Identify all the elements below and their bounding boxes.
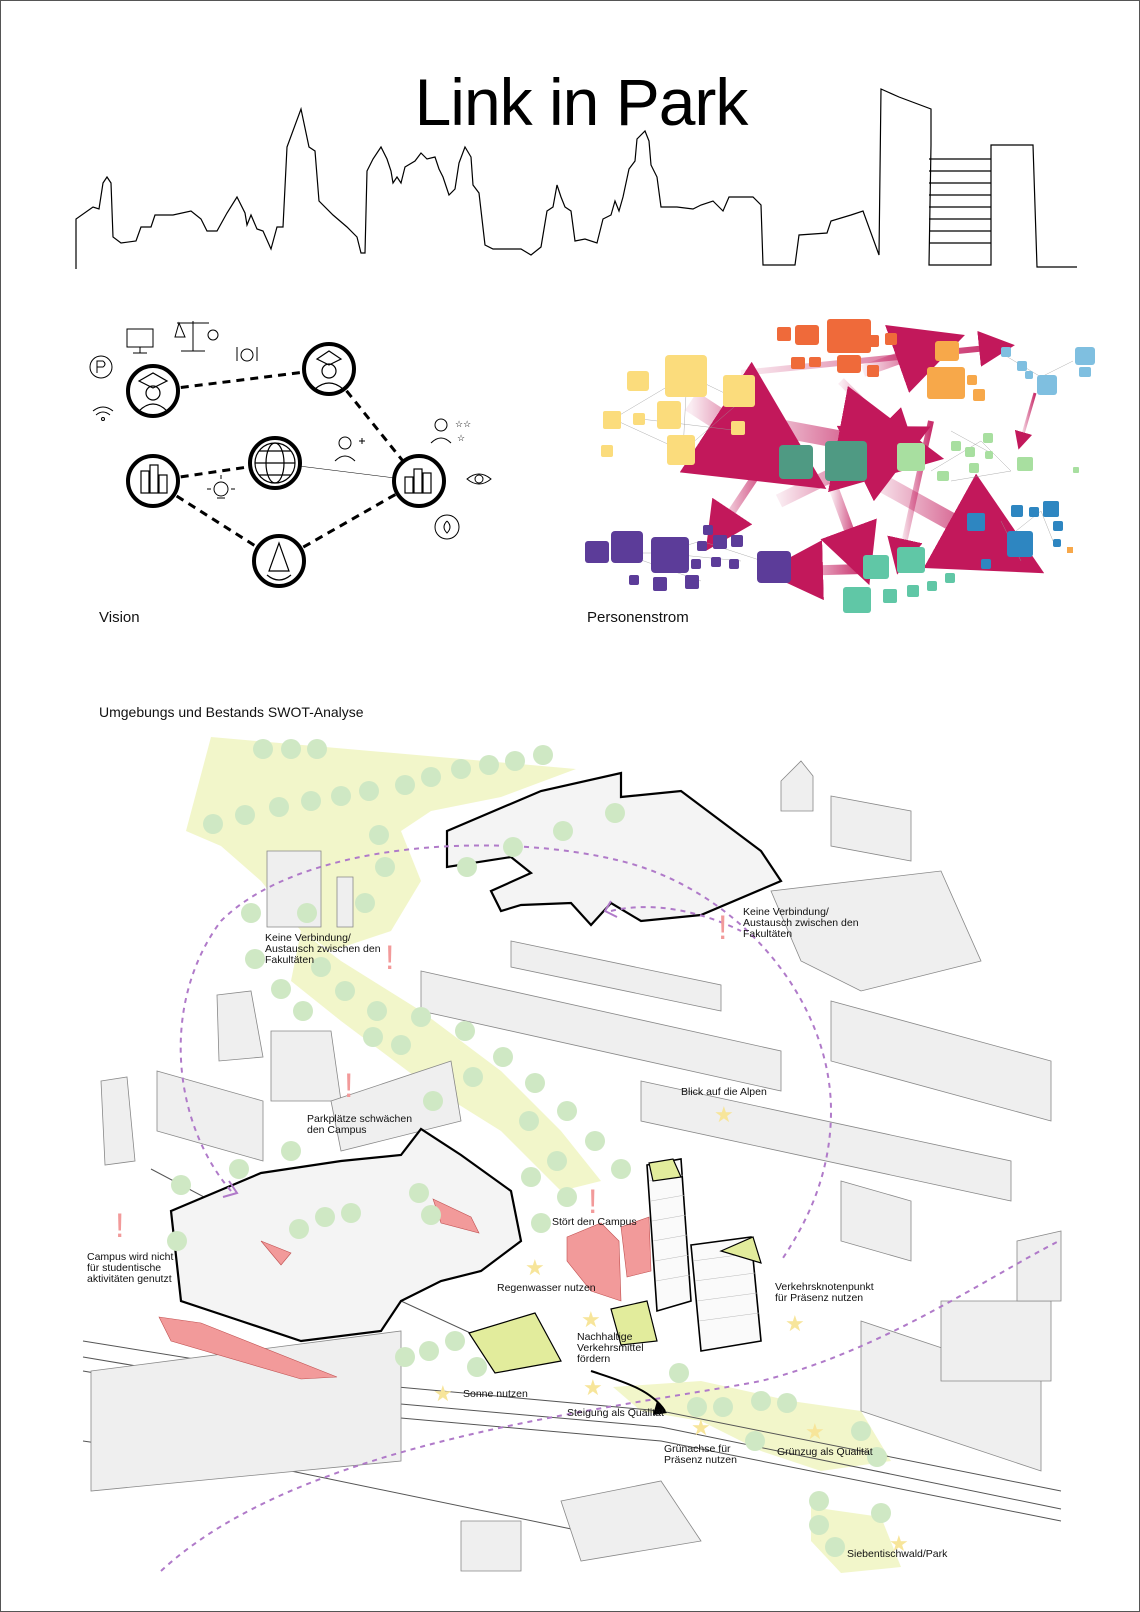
svg-text:☆: ☆ (457, 433, 465, 443)
lightbulb-icon (207, 475, 235, 499)
svg-text:★: ★ (889, 1531, 909, 1556)
annotation-campus-unused: Campus wird nicht für studentische aktiv… (87, 1251, 174, 1285)
monitor-icon (126, 328, 154, 354)
svg-text:!: ! (344, 1067, 353, 1105)
svg-text:!: ! (718, 909, 727, 947)
industry-icon (404, 468, 432, 494)
new-tower (646, 1158, 762, 1352)
nodes-lightblue (1001, 347, 1095, 395)
nodes-teal (843, 547, 955, 613)
parking-icon (89, 355, 113, 379)
existing-buildings (90, 760, 1062, 1572)
campus-north-building (445, 771, 783, 927)
professor-node (302, 342, 356, 396)
svg-text:★: ★ (691, 1415, 711, 1440)
graduate-icon (137, 372, 169, 412)
nodes-amber (927, 341, 985, 401)
svg-text:★: ★ (805, 1419, 825, 1444)
weakness-areas (158, 1198, 652, 1380)
svg-text:!: ! (115, 1207, 124, 1245)
annotation-no-connection-west: Keine Verbindung/ Austausch zwischen den… (265, 932, 381, 966)
svg-text:★: ★ (581, 1307, 601, 1332)
annotation-alps-view: Blick auf die Alpen (681, 1086, 767, 1098)
rating-icon: ☆☆☆ (430, 418, 471, 444)
nodes-green-dark (779, 441, 867, 481)
personenstrom-caption: Personenstrom (587, 609, 689, 626)
nodes-yellow (601, 355, 755, 465)
swot-caption: Umgebungs und Bestands SWOT-Analyse (99, 704, 364, 720)
graduate-node (126, 364, 180, 418)
solar-plots (468, 1158, 762, 1374)
greenway-south (613, 1381, 891, 1471)
annotation-slope: Steigung als Qualität (567, 1407, 664, 1419)
wifi-icon (92, 406, 114, 421)
annotation-traffic-node: Verkehrsknotenpunkt für Präsenz nutzen (775, 1281, 874, 1304)
skyline-illustration (75, 88, 1077, 269)
exclamation-marks: ! ! ! ! ! (115, 909, 727, 1245)
slope-arrow-head (653, 1401, 667, 1415)
cone-icon (266, 541, 292, 581)
nodes-purple (585, 525, 791, 591)
svg-text:★: ★ (785, 1311, 805, 1336)
student-icon (334, 436, 365, 462)
svg-text:★: ★ (433, 1381, 453, 1406)
globe-icon (254, 442, 296, 484)
office-tower-floors (929, 158, 991, 244)
skyline-outline (75, 88, 1077, 269)
annotation-disturbs-campus: Stört den Campus (552, 1216, 637, 1228)
nodes-orange (777, 319, 897, 377)
cutlery-icon (236, 347, 258, 362)
svg-text:☆☆: ☆☆ (455, 419, 471, 429)
svg-text:★: ★ (583, 1375, 603, 1400)
annotation-no-connection-east: Keine Verbindung/ Austausch zwischen den… (743, 906, 859, 940)
annotation-parking: Parkplätze schwächen den Campus (307, 1113, 413, 1136)
svg-text:★: ★ (714, 1102, 734, 1127)
scale-icon (174, 321, 219, 352)
vision-caption: Vision (99, 609, 140, 626)
annotation-use-sun: Sonne nutzen (463, 1388, 528, 1400)
vision-network-diagram: ☆☆☆ (89, 321, 492, 588)
buildings-icon (140, 464, 168, 494)
recycle-leaf-icon (434, 514, 460, 540)
nodes-green-light (897, 433, 1079, 481)
campus-south-building (169, 1127, 523, 1343)
dashed-loops (160, 844, 1060, 1572)
node-orange-small (1067, 547, 1073, 553)
growth-node (252, 534, 306, 588)
annotation-green-axis: Grünachse für Präsenz nutzen (664, 1443, 737, 1466)
slope-arrow (590, 1370, 666, 1412)
svg-text:!: ! (385, 939, 394, 977)
sun-stars: ★ ★ ★ ★ ★ ★ ★ ★ ★ (433, 1102, 909, 1556)
person-icon (314, 350, 344, 390)
annotation-rainwater: Regenwasser nutzen (497, 1282, 596, 1294)
eye-icon (466, 473, 492, 485)
personenstrom-diagram (585, 319, 1095, 613)
svg-text:★: ★ (525, 1255, 545, 1280)
page-title: Link in Park (414, 65, 749, 139)
loop-arrowheads (222, 900, 618, 1198)
annotation-green-corridor: Grünzug als Qualität (777, 1446, 873, 1458)
trees (167, 739, 891, 1557)
svg-text:!: ! (588, 1183, 597, 1221)
annotation-forest-park: Siebentischwald/Park (847, 1548, 948, 1560)
annotation-sustainable-transport: Nachhaltige Verkehrsmittel fördern (577, 1331, 644, 1365)
nodes-blue (967, 501, 1063, 569)
